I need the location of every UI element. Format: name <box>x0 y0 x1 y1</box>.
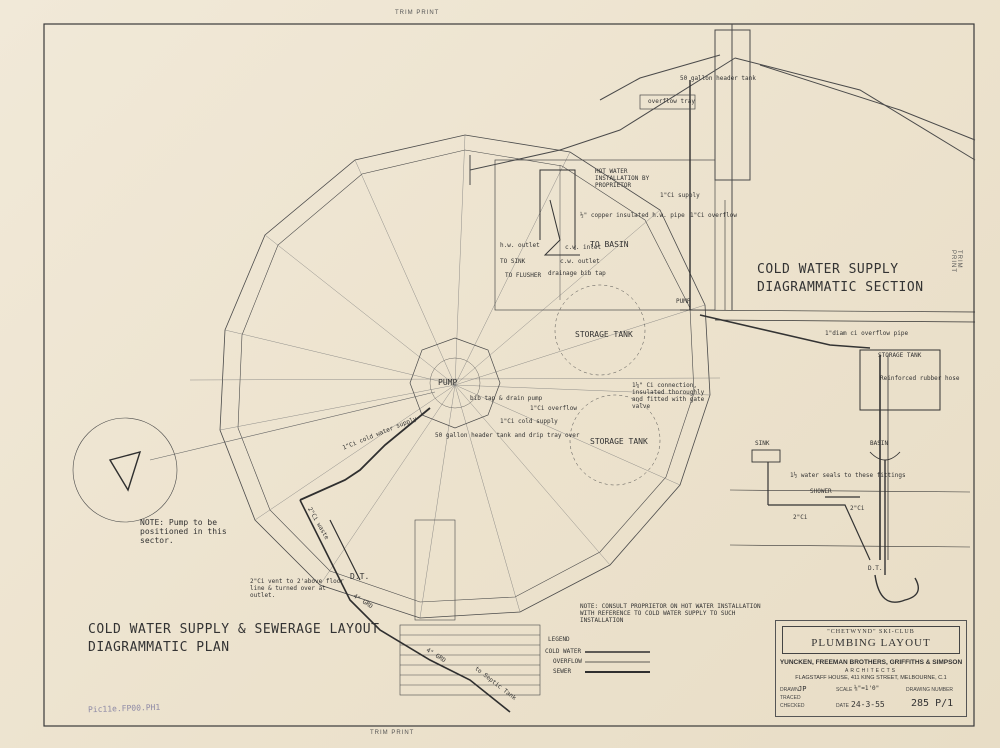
section-overflow-pipe: 1"diam ci overflow pipe <box>825 330 909 337</box>
section-header-tank: 50 gallon header tank <box>680 75 756 82</box>
firm-name: YUNCKEN, FREEMAN BROTHERS, GRIFFITHS & S… <box>779 659 963 666</box>
section-roof <box>469 24 976 311</box>
legend-lines <box>585 651 650 673</box>
section-drainage-tap: drainage bib tap <box>548 270 606 277</box>
plan-title-line2: DIAGRAMMATIC PLAN <box>88 640 230 655</box>
section-ci-supply: 1"Ci supply <box>660 192 700 199</box>
section-hot-water: HOT WATER INSTALLATION BY PROPRIETOR <box>595 168 650 189</box>
sewer-line <box>299 499 511 713</box>
trim-label-right: TRIM PRINT <box>950 250 962 273</box>
section-copper: ½" copper insulated h.w. pipe <box>580 212 685 219</box>
drawing-number-label: DRAWING NUMBER <box>906 687 954 693</box>
drawn-label: DRAWN <box>780 687 799 693</box>
firm-address: FLAGSTAFF HOUSE, 411 KING STREET, MELBOU… <box>795 675 947 681</box>
section-to-sink: TO SINK <box>500 258 526 265</box>
section-reinforced-hose: Reinforced rubber hose <box>880 375 960 382</box>
legend-item-sewer: SEWER <box>553 668 572 675</box>
plan-inner-ring <box>237 149 695 603</box>
detail-basin: BASIN <box>870 440 889 447</box>
plan-header-tank-label: 50 gallon header tank and drip tray over <box>435 432 580 439</box>
section-pump: PUMP <box>676 298 691 305</box>
plan-storage-tank-1: STORAGE TANK <box>575 330 633 339</box>
detail-sink: SINK <box>755 440 770 447</box>
title-block: "CHETWYND" SKI-CLUB PLUMBING LAYOUT YUNC… <box>775 620 967 717</box>
detail-waste-2: 2"Ci <box>850 505 865 512</box>
detail-dt: D.T. <box>868 565 883 572</box>
trim-label-top: TRIM PRINT <box>395 10 440 16</box>
drawing-number: 285 P/1 <box>911 698 954 709</box>
plan-hub <box>409 337 501 429</box>
legend-item-cold-water: COLD WATER <box>545 648 582 655</box>
section-title-line1: COLD WATER SUPPLY <box>757 262 899 277</box>
section-hw-outlet: h.w. outlet <box>500 242 540 249</box>
club-name: "CHETWYND" SKI-CLUB <box>827 629 915 635</box>
section-cw-inlet: c.w. inlet <box>565 244 602 251</box>
scale-label: SCALE <box>836 687 853 693</box>
plan-overflow-label: 1"Ci overflow <box>530 405 577 412</box>
pump-sector-note: NOTE: Pump to be positioned in this sect… <box>140 518 227 545</box>
legend-item-overflow: OVERFLOW <box>553 658 582 665</box>
date-label: DATE <box>836 703 849 709</box>
plan-storage-tank-2: STORAGE TANK <box>590 437 648 446</box>
section-overflow-tray: overflow tray <box>648 98 695 105</box>
drawing-border <box>43 23 975 727</box>
detail-water-seals: 1½ water seals to these fittings <box>790 472 906 479</box>
detail-waste-1: 2"Ci <box>793 514 808 521</box>
entry-stairs <box>399 519 541 696</box>
trim-label-bottom: TRIM PRINT <box>370 730 415 736</box>
architects-label: ARCHITECTS <box>845 668 897 674</box>
plan-pump-label: PUMP <box>438 378 458 387</box>
section-pipes <box>539 169 976 560</box>
legend-title: LEGEND <box>548 636 570 643</box>
drawn-value: JP <box>798 685 807 693</box>
section-to-flusher: TO FLUSHER <box>505 272 542 279</box>
plan-title-line1: COLD WATER SUPPLY & SEWERAGE LAYOUT <box>88 622 380 637</box>
traced-label: TRACED <box>780 695 801 701</box>
plan-drain-label: bib tap & drain pump <box>470 395 543 402</box>
pump-sector-circle <box>72 417 178 523</box>
scale-value: ⅛"=1'0" <box>854 685 880 692</box>
section-to-basin: TO BASIN <box>590 240 629 249</box>
section-title-line2: DIAGRAMMATIC SECTION <box>757 280 924 295</box>
section-cw-outlet: c.w. outlet <box>560 258 600 265</box>
plan-connection-label: 1¼" Ci connection, insulated thoroughly … <box>632 382 705 410</box>
plan-cold-supply-label: 1"Ci cold supply <box>500 418 558 425</box>
checked-label: CHECKED <box>780 703 805 709</box>
detail-shower: SHOWER <box>810 488 832 495</box>
fittings-detail <box>729 449 971 603</box>
section-storage-tank: STORAGE TANK <box>878 352 922 359</box>
section-ci-overflow: 1"Ci overflow <box>690 212 737 219</box>
plan-outer-ring <box>219 134 711 619</box>
title-box: "CHETWYND" SKI-CLUB PLUMBING LAYOUT <box>782 626 960 654</box>
consult-note: NOTE: CONSULT PROPRIETOR ON HOT WATER IN… <box>580 603 761 624</box>
drawing-title: PLUMBING LAYOUT <box>811 637 931 649</box>
vent-note: 2"Ci vent to 2'above floor line & turned… <box>250 578 344 599</box>
date-value: 24-3-55 <box>851 700 885 709</box>
plan-dt-label: D.T. <box>350 572 370 581</box>
